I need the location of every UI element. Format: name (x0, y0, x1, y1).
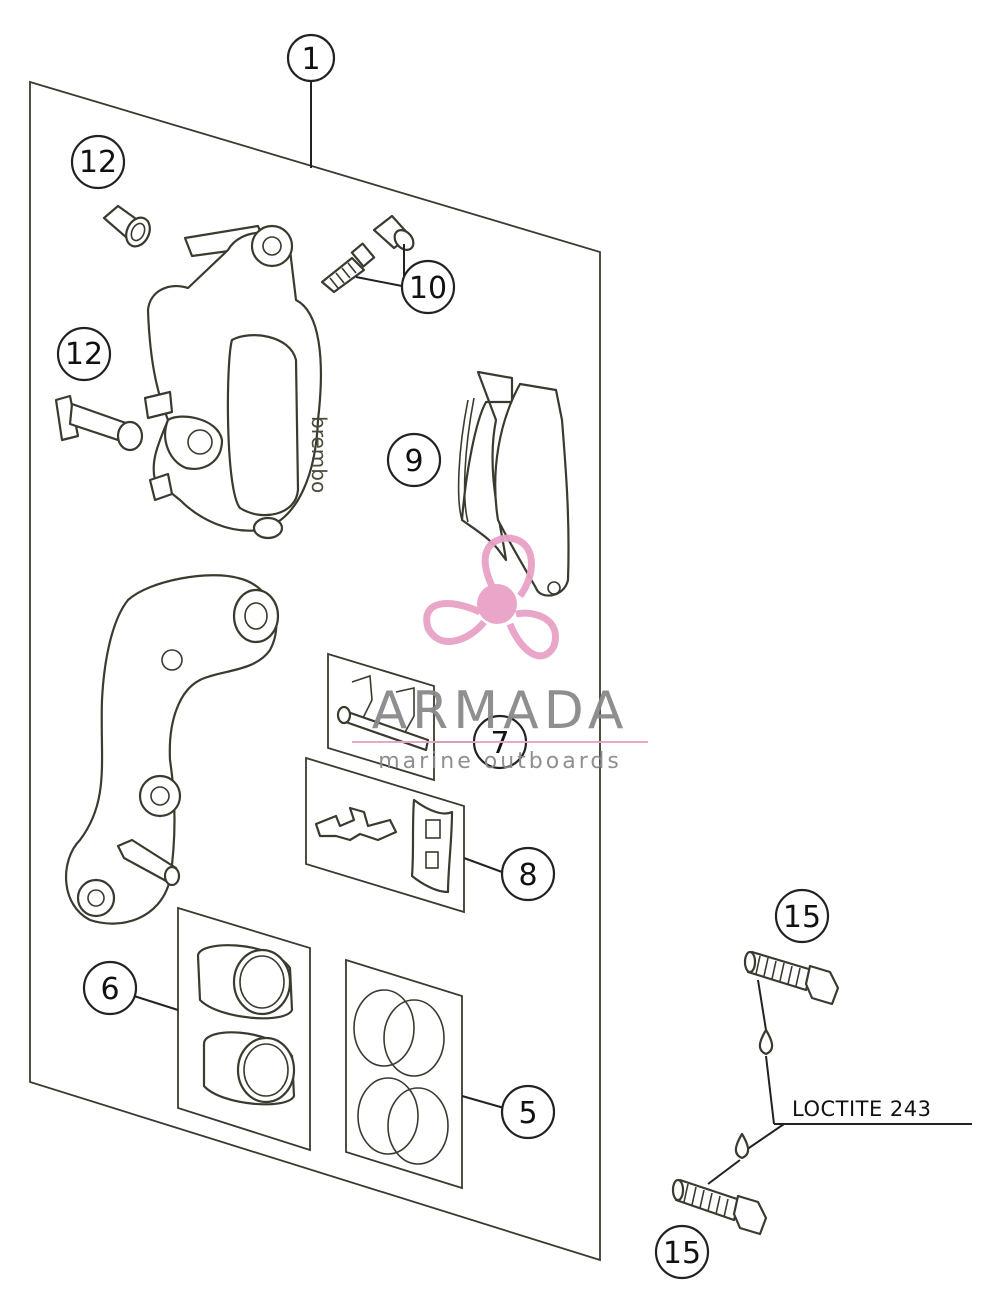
brake-pads-part (457, 370, 570, 597)
brake-caliper-body: brembo (143, 224, 331, 540)
screw-bottom-part (671, 1178, 768, 1236)
callout-12-lower-label: 12 (65, 337, 103, 372)
callout-1: 1 (286, 33, 336, 168)
loctite-note: LOCTITE 243 (745, 1055, 972, 1151)
threadlock-drop-bottom (707, 1132, 750, 1185)
callout-12-top-label: 12 (79, 145, 117, 180)
callout-15-top: 15 (774, 888, 830, 944)
seal-ring-kit-part (345, 958, 463, 1190)
callout-5: 5 (461, 1084, 556, 1140)
pin-clip-kit-part (327, 652, 435, 782)
pin-bolt-part (54, 394, 144, 452)
kit-panel-frame (29, 80, 601, 1262)
callout-7-label: 7 (490, 726, 509, 761)
caliper-bracket-part (64, 574, 280, 925)
armada-watermark: ARMADA marine outboards (352, 534, 648, 774)
screw-top-part (743, 950, 840, 1006)
callout-6: 6 (82, 960, 179, 1016)
callout-15-top-label: 15 (783, 900, 821, 935)
callout-8: 8 (463, 846, 556, 902)
caliper-brand-label: brembo (307, 416, 331, 493)
callout-1-label: 1 (301, 42, 320, 77)
callout-5-label: 5 (518, 1096, 537, 1131)
threadlock-drop-top (757, 979, 774, 1056)
callout-9-label: 9 (404, 444, 423, 479)
bleed-screw-part (320, 242, 376, 294)
watermark-subtitle: marine outboards (378, 749, 622, 774)
piston-kit-part (177, 906, 311, 1152)
bushing-part (102, 204, 151, 248)
spring-plate-kit-part (305, 756, 465, 914)
watermark-title: ARMADA (372, 681, 629, 741)
loctite-label: LOCTITE 243 (792, 1097, 932, 1121)
callout-6-label: 6 (100, 972, 119, 1007)
callout-15-bottom: 15 (654, 1224, 710, 1280)
propeller-logo-icon (423, 534, 559, 660)
callout-10-label: 10 (409, 271, 447, 306)
callout-12-top: 12 (70, 134, 126, 190)
callout-10: 10 (355, 244, 456, 315)
callout-15-bottom-label: 15 (663, 1236, 701, 1271)
callout-9: 9 (386, 432, 442, 488)
bleed-cap-part (372, 214, 415, 251)
callout-8-label: 8 (518, 858, 537, 893)
callout-12-lower: 12 (56, 326, 112, 382)
